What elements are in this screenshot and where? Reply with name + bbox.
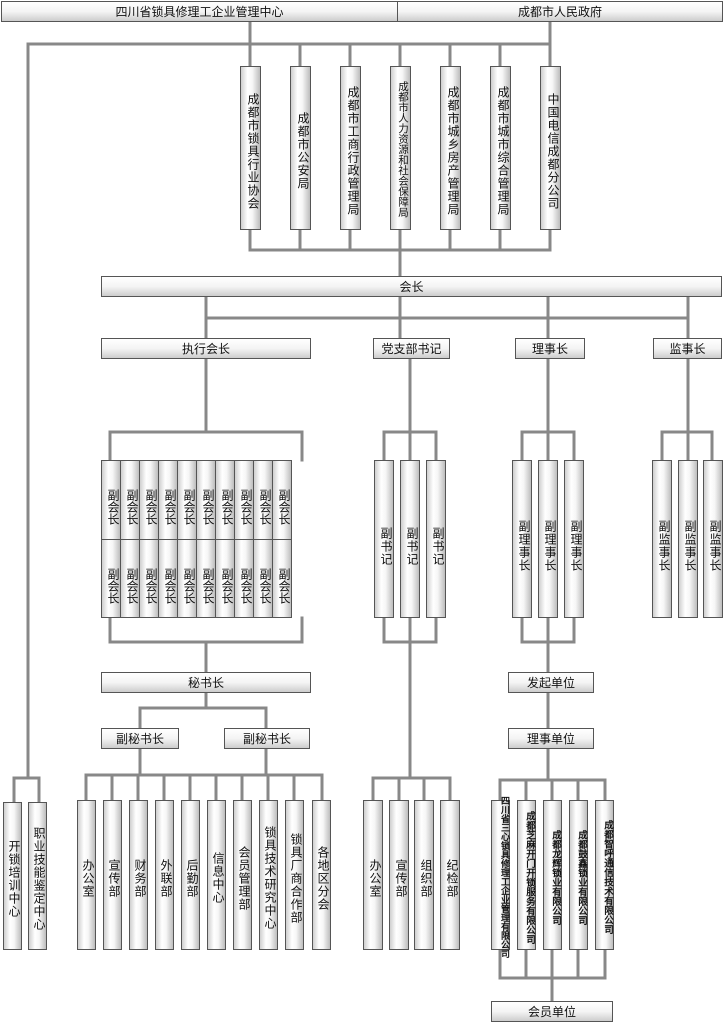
vice-president-box: 副会长 [139, 539, 159, 618]
vice-chairman-box: 副理事长 [512, 460, 532, 618]
training-center-box: 开锁培训中心 [3, 802, 22, 950]
vice-president-box: 副会长 [139, 460, 159, 540]
vice-president-box: 副会长 [234, 539, 254, 618]
president-box: 会长 [101, 276, 722, 297]
vice-president-box: 副会长 [120, 539, 140, 618]
dept-publicity: 宣传部 [103, 800, 122, 950]
dept-logistics: 后勤部 [181, 800, 200, 950]
dept-manufacturer-cooperation: 锁具厂商合作部 [285, 800, 304, 950]
city-government-box: 成都市人民政府 [397, 1, 723, 22]
agency-industry-commerce: 成都市工商行政管理局 [340, 66, 361, 230]
vice-chairman-box: 副理事长 [538, 460, 558, 618]
vice-president-box: 副会长 [158, 539, 178, 618]
vice-president-box: 副会长 [215, 460, 235, 540]
dept-external-relations: 外联部 [155, 800, 174, 950]
vice-secretary-box: 副书记 [374, 460, 394, 618]
vice-president-box: 副会长 [272, 539, 292, 618]
vice-president-box: 副会长 [177, 460, 197, 540]
vice-president-box: 副会长 [253, 539, 273, 618]
deputy-secretary-general-box: 副秘书长 [101, 728, 179, 749]
management-center-box: 四川省锁具修理工企业管理中心 [1, 1, 398, 22]
chairman-box: 理事长 [515, 338, 585, 359]
vice-president-box: 副会长 [234, 460, 254, 540]
agency-china-telecom: 中国电信成都分公司 [540, 66, 561, 230]
vice-chairman-box: 副理事长 [564, 460, 584, 618]
company-longhui: 成都龙辉锁业有限公司 [543, 800, 562, 950]
deputy-secretary-general-box: 副秘书长 [224, 728, 310, 749]
member-units-box: 会员单位 [491, 1001, 613, 1022]
supervisor-chief-box: 监事长 [653, 338, 722, 359]
vice-president-box: 副会长 [272, 460, 292, 540]
company-guxin: 成都鼓鑫锁业有限公司 [569, 800, 588, 950]
vice-president-box: 副会长 [158, 460, 178, 540]
vice-president-box: 副会长 [101, 539, 121, 618]
executive-president-box: 执行会长 [101, 338, 311, 359]
dept-regional-branches: 各地区分会 [312, 800, 331, 950]
party-secretary-box: 党支部书记 [373, 338, 450, 359]
company-zhima: 成都芝麻开门开锁服务有限公司 [517, 800, 536, 950]
dept-member-management: 会员管理部 [233, 800, 252, 950]
company-zhihu: 成都智呼通信技术有限公司 [595, 800, 614, 950]
dept-office: 办公室 [77, 800, 96, 950]
vice-supervisor-box: 副监事长 [678, 460, 698, 618]
skill-appraisal-center-box: 职业技能鉴定中心 [28, 802, 47, 950]
dept-finance: 财务部 [129, 800, 148, 950]
agency-lock-association: 成都市锁具行业协会 [240, 66, 261, 230]
party-dept-publicity: 宣传部 [389, 800, 409, 950]
agency-housing: 成都市城乡房产管理局 [440, 66, 461, 230]
party-dept-discipline: 纪检部 [440, 800, 460, 950]
agency-human-resources: 成都市人力资源和社会保障局 [390, 66, 411, 230]
vice-president-box: 副会长 [177, 539, 197, 618]
dept-lock-research-center: 锁具技术研究中心 [259, 800, 278, 950]
vice-president-box: 副会长 [120, 460, 140, 540]
party-dept-office: 办公室 [363, 800, 383, 950]
vice-supervisor-box: 副监事长 [652, 460, 672, 618]
vice-secretary-box: 副书记 [400, 460, 420, 618]
secretary-general-box: 秘书长 [101, 672, 311, 693]
company-sanxin: 四川省三心锁具修理工企业管理有限公司 [491, 796, 510, 958]
council-units-box: 理事单位 [508, 728, 594, 749]
vice-president-box: 副会长 [215, 539, 235, 618]
party-dept-organization: 组织部 [414, 800, 434, 950]
vice-president-box: 副会长 [196, 460, 216, 540]
vice-supervisor-box: 副监事长 [703, 460, 723, 618]
initiator-units-box: 发起单位 [508, 672, 594, 693]
vice-president-box: 副会长 [253, 460, 273, 540]
vice-secretary-box: 副书记 [426, 460, 446, 618]
agency-public-security: 成都市公安局 [290, 66, 311, 230]
dept-information-center: 信息中心 [207, 800, 226, 950]
vice-president-box: 副会长 [101, 460, 121, 540]
agency-urban-management: 成都市城市综合管理局 [490, 66, 511, 230]
vice-president-box: 副会长 [196, 539, 216, 618]
